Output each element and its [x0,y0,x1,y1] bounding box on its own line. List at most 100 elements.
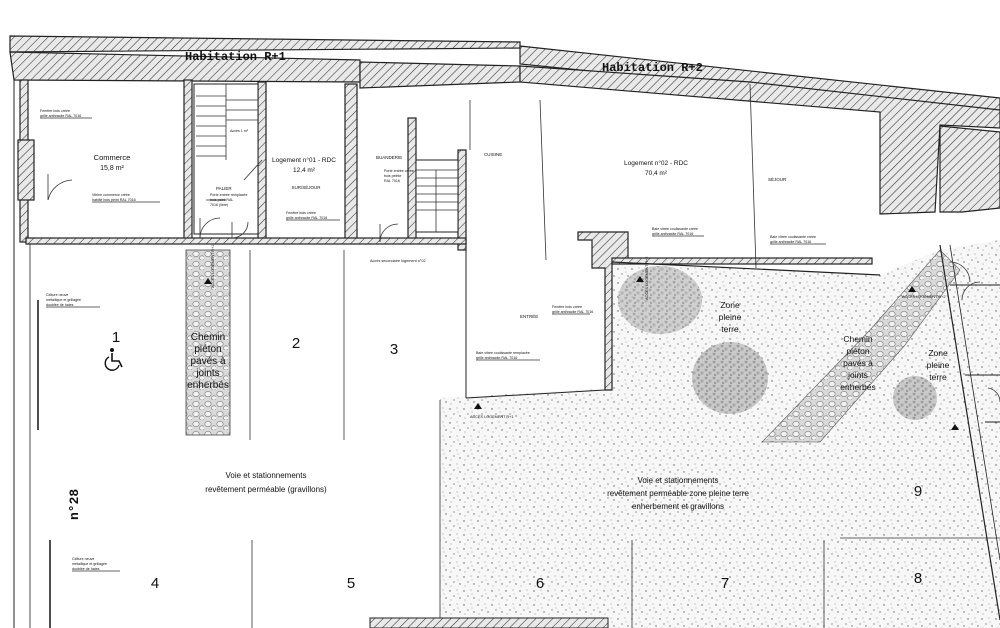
svg-text:enherbement et gravillons: enherbement et gravillons [632,502,724,511]
svg-text:Chemin: Chemin [191,332,225,343]
wall-entry-pillar [17,139,35,201]
wall-log1-right [344,83,358,243]
svg-text:pleine: pleine [719,312,742,322]
svg-text:métallique et grillagée: métallique et grillagée [72,562,107,566]
room-cuisine: CUISINE [484,152,502,157]
wheelchair-icon [104,348,123,371]
gravel-area [440,240,1000,628]
svg-text:habillé bois peint RAL 7016: habillé bois peint RAL 7016 [92,198,136,202]
svg-text:Zone: Zone [720,300,740,310]
svg-text:grille anthracite RAL 7016: grille anthracite RAL 7016 [476,356,517,360]
svg-text:grille anthracite RAL 7016: grille anthracite RAL 7016 [552,310,593,314]
svg-text:doublée de haies: doublée de haies [46,303,74,307]
svg-text:doublée de haies: doublée de haies [72,567,100,571]
room-logement2-name: Logement n°02 - RDC [624,159,688,167]
wall-facade-mid [359,61,521,89]
svg-text:grille anthracite RAL 7016: grille anthracite RAL 7016 [40,114,81,118]
wall-bottom-log1 [25,237,467,245]
zone-voie-left: Voie et stationnements revêtement perméa… [205,471,327,494]
svg-text:Chemin: Chemin [843,334,873,344]
svg-text:joints: joints [847,370,868,380]
svg-text:bois peint RAL: bois peint RAL [210,198,233,202]
room-sejour: SÉJOUR [768,176,787,182]
wall-log2-bottom-line [611,257,873,265]
wall-facade-right [519,65,1000,215]
wall-right-return [939,125,1000,213]
svg-text:Accès 1 m²: Accès 1 m² [230,129,249,133]
svg-text:Clôture neuve: Clôture neuve [46,293,68,297]
svg-text:grille anthracite RAL 7016: grille anthracite RAL 7016 [286,216,327,220]
parking-number: 1 [112,329,120,346]
staircase-left [193,83,263,235]
svg-text:piéton: piéton [194,344,221,355]
zone-chemin-right: Chemin piéton pavés à joints enherbés [840,334,875,392]
svg-text:pavés à: pavés à [843,358,873,368]
svg-text:revêtement perméable zone plei: revêtement perméable zone pleine terre [607,489,749,498]
svg-text:ACCÈS LOGEMENT R+1: ACCÈS LOGEMENT R+1 [210,244,215,288]
svg-text:pleine: pleine [927,360,950,370]
parking-number: 9 [914,483,922,500]
svg-text:bois peinte: bois peinte [384,174,401,178]
svg-text:terre: terre [721,324,739,334]
room-palier: PALIER [216,186,232,191]
svg-text:grille anthracite RAL 7016: grille anthracite RAL 7016 [652,232,693,236]
zone-pleine-terre-2: Zone pleine terre [927,348,950,382]
wall-log2-left [457,149,467,251]
structure-lines [13,80,1000,628]
room-logement1-sub: SUR/SÉJOUR [291,184,321,190]
wall-commerce-right [183,79,193,243]
svg-text:Porte entrée créée: Porte entrée créée [384,169,414,173]
header-r1: Habitation R+1 [185,50,286,64]
tree-canopy-small [618,266,702,334]
access-arrows [204,276,959,430]
room-commerce-area: 15,8 m² [100,165,124,172]
svg-text:Voie et stationnements: Voie et stationnements [638,476,719,485]
svg-text:piéton: piéton [846,346,869,356]
svg-text:Clôture neuve: Clôture neuve [72,557,94,561]
svg-text:Vitrine commerce créée: Vitrine commerce créée [92,193,130,197]
svg-text:enherbés: enherbés [187,380,229,391]
svg-text:terre: terre [929,372,947,382]
svg-text:Accès secondaire logement n°02: Accès secondaire logement n°02 [370,259,426,263]
svg-text:ACCÈS LOGEMENT R+1: ACCÈS LOGEMENT R+1 [470,414,514,419]
svg-text:enherbés: enherbés [840,382,875,392]
svg-text:ACCÈS LOGEMENT R+2: ACCÈS LOGEMENT R+2 [902,294,946,299]
svg-text:Fenêtre bois créée: Fenêtre bois créée [286,211,316,215]
svg-text:revêtement perméable (gravillo: revêtement perméable (gravillons) [205,485,327,494]
parking-numbers: 1 2 3 4 5 6 7 8 9 [112,329,922,592]
room-entree: ENTRÉE [520,313,538,319]
svg-text:Fenêtre bois créée: Fenêtre bois créée [40,109,70,113]
parking-number: 2 [292,335,300,352]
svg-text:Zone: Zone [928,348,948,358]
room-logement1-name: Logement n°01 - RDC [272,156,336,164]
wall-r2 [519,45,1000,113]
svg-text:joints: joints [195,368,219,379]
svg-text:Baie vitrée coulissante créée: Baie vitrée coulissante créée [770,235,816,239]
svg-text:Baie vitrée coulissante rempla: Baie vitrée coulissante remplacée [476,351,530,355]
parking-number: 3 [390,341,398,358]
wall-buanderie-right [407,117,417,243]
room-logement1-area: 12,4 m² [293,167,316,174]
svg-text:pavés à: pavés à [190,356,225,367]
leader-lines [40,117,826,572]
room-logement2-area: 70,4 m² [645,170,668,177]
street-number: n°28 [67,489,82,520]
svg-text:Porte entrée remplacée: Porte entrée remplacée [210,193,248,197]
zone-pleine-terre-1: Zone pleine terre [719,300,742,334]
zone-voie-right: Voie et stationnements revêtement perméa… [607,476,749,511]
parking-number: 6 [536,575,544,592]
svg-text:Baie vitrée coulissante créée: Baie vitrée coulissante créée [652,227,698,231]
svg-text:RAL 7016: RAL 7016 [384,179,400,183]
svg-text:grille anthracite RAL 7016: grille anthracite RAL 7016 [770,240,811,244]
svg-text:Fenêtre bois créée: Fenêtre bois créée [552,305,582,309]
pave-path-right [761,249,961,443]
svg-text:métallique et grillagée: métallique et grillagée [46,298,81,302]
door-swings [47,174,1000,403]
tree-canopy-right [893,376,937,420]
svg-text:7016 (libre): 7016 (libre) [210,203,228,207]
header-r2: Habitation R+2 [602,61,703,75]
parking-number: 5 [347,575,355,592]
room-buanderie: BUANDERIE [376,155,402,160]
room-commerce-name: Commerce [94,153,131,162]
